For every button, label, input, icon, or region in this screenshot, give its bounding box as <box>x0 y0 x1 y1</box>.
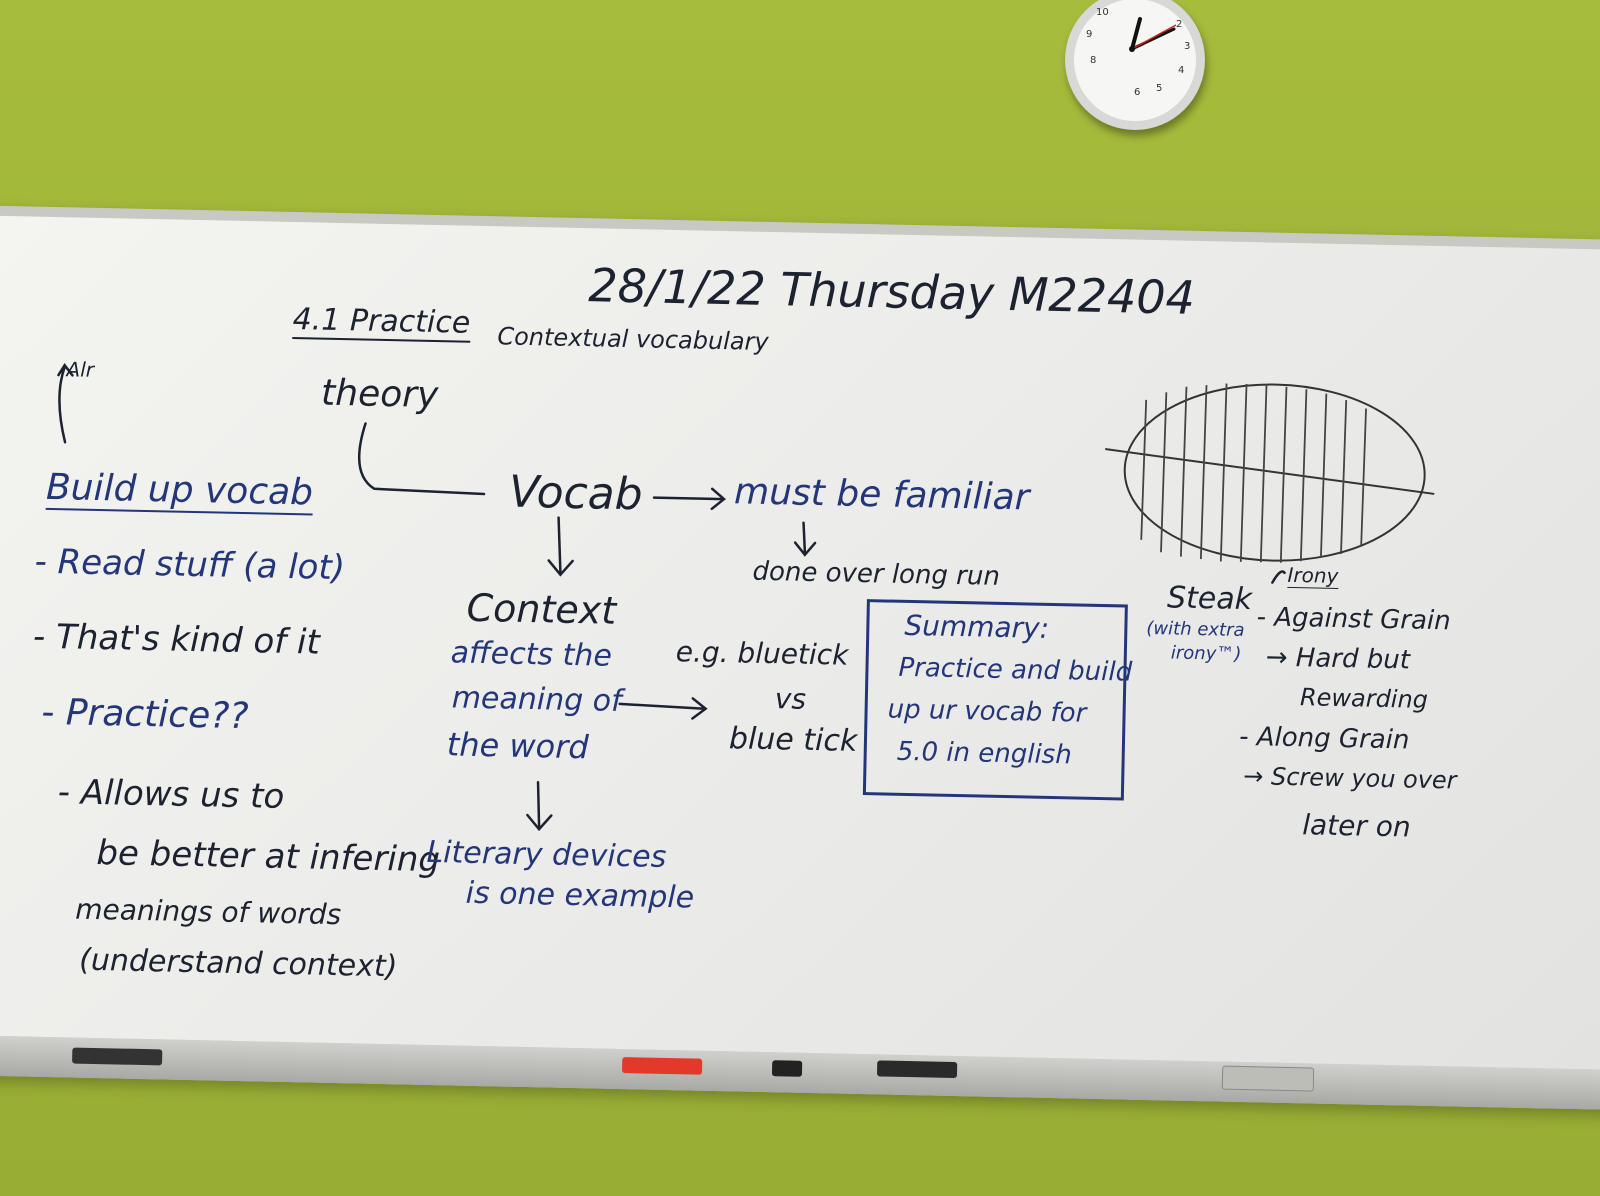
black-marker-icon[interactable] <box>72 1047 163 1066</box>
clock-numeral: 8 <box>1090 55 1096 66</box>
steak-drawing <box>1105 383 1435 563</box>
board-arrows <box>57 363 1286 832</box>
clock-face: 10 9 8 6 5 4 3 2 <box>1074 0 1196 121</box>
clock-numeral: 2 <box>1176 19 1182 30</box>
clock-numeral: 9 <box>1086 29 1092 40</box>
clock-numeral: 10 <box>1096 7 1109 18</box>
whiteboard: 28/1/22 Thursday M22404 4.1 Practice Con… <box>0 205 1600 1111</box>
wall-clock: 10 9 8 6 5 4 3 2 <box>1065 0 1205 130</box>
clock-numeral: 4 <box>1178 65 1184 76</box>
eraser-icon[interactable] <box>1221 1065 1315 1092</box>
clock-hands: 10 9 8 6 5 4 3 2 <box>1086 7 1190 98</box>
black-marker-icon[interactable] <box>771 1060 803 1077</box>
clock-numeral: 6 <box>1134 87 1140 98</box>
clock-numeral: 5 <box>1156 83 1162 94</box>
black-marker-icon[interactable] <box>876 1060 958 1079</box>
whiteboard-surface: 28/1/22 Thursday M22404 4.1 Practice Con… <box>0 215 1600 1071</box>
red-marker-icon[interactable] <box>621 1057 703 1075</box>
clock-numeral: 3 <box>1184 41 1190 52</box>
